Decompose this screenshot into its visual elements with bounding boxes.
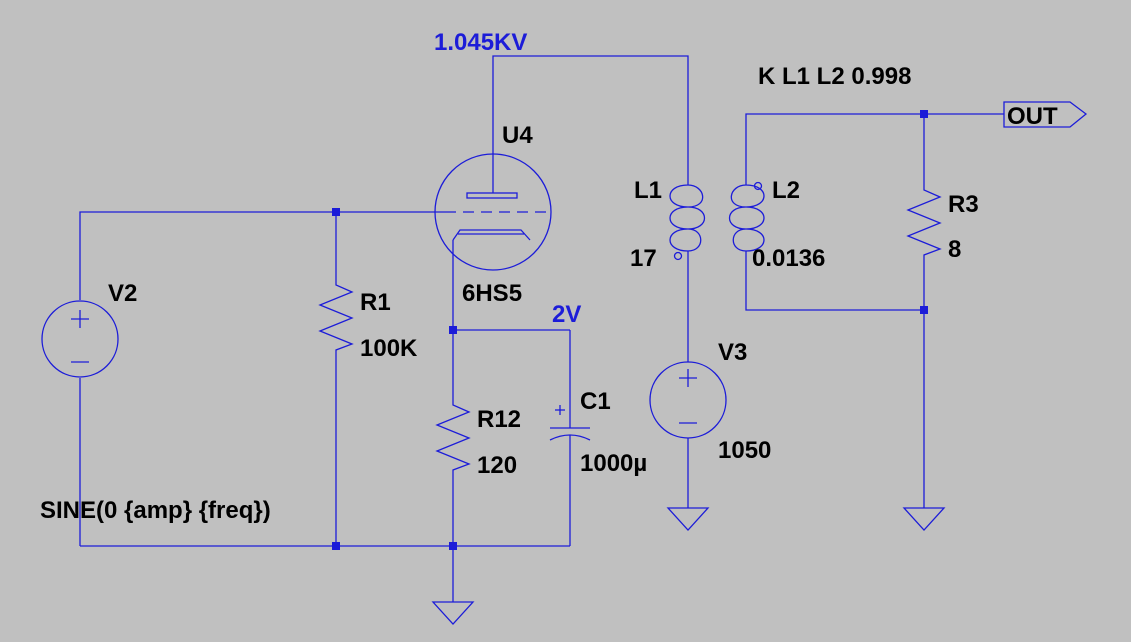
junction-node xyxy=(449,326,457,334)
wires xyxy=(79,55,1004,602)
u4-ref-label: U4 xyxy=(502,122,533,149)
r1-value-label: 100K xyxy=(360,335,418,362)
wire-l2-top-to-out[interactable] xyxy=(745,113,1004,172)
u4-cathode xyxy=(452,229,531,241)
u4-plate xyxy=(466,192,518,199)
u4-value-label: 6HS5 xyxy=(462,280,522,307)
r3-resistor[interactable] xyxy=(906,180,942,262)
ground-symbol xyxy=(431,601,475,625)
r12-ref-label: R12 xyxy=(477,406,521,433)
l2-value-label: 0.0136 xyxy=(752,245,825,272)
out-port-label: OUT xyxy=(1007,103,1058,130)
v3-ref-label: V3 xyxy=(718,339,747,366)
l1-ref-label: L1 xyxy=(634,177,662,204)
l2-coil xyxy=(729,172,765,252)
v3-body xyxy=(649,361,727,439)
coupling-directive[interactable]: K L1 L2 0.998 xyxy=(758,63,911,90)
junction-node xyxy=(332,542,340,550)
u4-envelope xyxy=(434,153,552,271)
out-port[interactable] xyxy=(1003,101,1088,128)
junction-node xyxy=(920,110,928,118)
junctions xyxy=(332,110,928,550)
r12-value-label: 120 xyxy=(477,452,517,479)
l1-inductor[interactable] xyxy=(669,172,705,261)
v2-ref-label: V2 xyxy=(108,280,137,307)
l2-ref-label: L2 xyxy=(772,177,800,204)
r12-resistor[interactable] xyxy=(435,395,471,480)
l2-dot xyxy=(753,181,763,191)
l1-value-label: 17 xyxy=(630,245,657,272)
c1-ref-label: C1 xyxy=(580,388,611,415)
ground-symbol xyxy=(666,507,710,531)
wire-l2-bottom-to-r3[interactable] xyxy=(745,252,924,311)
ground-symbol xyxy=(902,507,946,531)
c1-capacitor[interactable] xyxy=(549,405,591,441)
r1-ref-label: R1 xyxy=(360,289,391,316)
v3-value-label: 1050 xyxy=(718,437,771,464)
l2-inductor[interactable] xyxy=(729,172,765,252)
wire-v2-to-grid[interactable] xyxy=(79,211,445,300)
junction-node xyxy=(332,208,340,216)
wire-plate-to-l1[interactable] xyxy=(492,55,689,193)
junction-node xyxy=(449,542,457,550)
r3-value-label: 8 xyxy=(948,236,961,263)
v3-source[interactable] xyxy=(649,361,727,439)
u4-triode[interactable] xyxy=(434,153,552,271)
r3-ref-label: R3 xyxy=(948,191,979,218)
c1-value-label: 1000µ xyxy=(580,450,647,477)
r1-resistor[interactable] xyxy=(318,275,354,360)
cathode-voltage-label: 2V xyxy=(552,301,581,328)
c1-plate-bottom xyxy=(549,434,591,441)
v2-source[interactable] xyxy=(41,300,119,378)
l1-dot xyxy=(673,251,683,261)
l1-coil xyxy=(669,172,705,252)
junction-node xyxy=(920,306,928,314)
v2-body xyxy=(41,300,119,378)
sine-source-label[interactable]: SINE(0 {amp} {freq}) xyxy=(40,497,271,524)
plate-voltage-label: 1.045KV xyxy=(434,29,527,56)
